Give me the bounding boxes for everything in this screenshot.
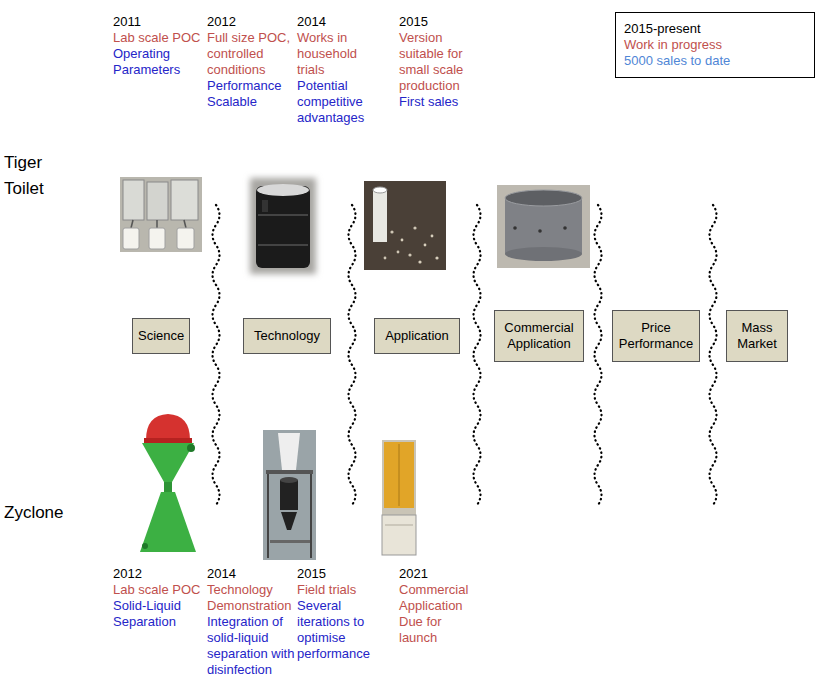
text-column: Tiger Toilet: [4, 150, 64, 202]
text-column: 2012Full size POC, controlled conditions…: [207, 14, 297, 110]
stage-label: Commercial Application: [500, 320, 578, 352]
milestone-text: Lab scale POC: [113, 582, 209, 598]
milestone-text: Lab scale POC: [113, 30, 209, 46]
wavy-separator: [710, 205, 717, 505]
year-label: 2014: [297, 14, 381, 30]
year-label: 2012: [113, 566, 209, 582]
text-column: Zyclone: [4, 500, 94, 526]
stage-label: Mass Market: [732, 320, 782, 352]
achievement-text: Several iterations to optimise performan…: [297, 598, 381, 662]
stage-label: Price Performance: [618, 320, 694, 352]
row-label: Tiger Toilet: [4, 150, 64, 202]
status-text: 2015-present: [624, 21, 806, 37]
stage-label: Technology: [249, 328, 325, 344]
stage-label: Application: [380, 328, 454, 344]
stage-box: Science: [132, 318, 190, 354]
status-text: Work in progress: [624, 37, 806, 53]
lab-photo: [120, 177, 202, 252]
milestone-text: Commercial Application Due for launch: [399, 582, 477, 646]
stage-box: Commercial Application: [494, 310, 584, 362]
year-label: 2015: [399, 14, 485, 30]
field-trial-unit: [382, 440, 416, 555]
stage-box: Technology: [243, 318, 331, 354]
pit-photo: [364, 181, 446, 270]
stage-label: Science: [138, 328, 184, 344]
text-column: 2015Field trialsSeveral iterations to op…: [297, 566, 381, 662]
text-column: 2012Lab scale POCSolid-Liquid Separation: [113, 566, 209, 630]
milestone-text: Works in household trials: [297, 30, 381, 78]
stage-box: Application: [374, 318, 460, 354]
year-label: 2014: [207, 566, 302, 582]
stage-box: Mass Market: [726, 310, 788, 362]
achievement-text: Performance Scalable: [207, 78, 297, 110]
milestone-text: Full size POC, controlled conditions: [207, 30, 297, 78]
stage-box: Price Performance: [612, 310, 700, 362]
wavy-separator: [595, 205, 602, 505]
text-column: 2014Works in household trialsPotential c…: [297, 14, 381, 126]
achievement-text: Operating Parameters: [113, 46, 209, 78]
barrel-photo: [250, 178, 316, 274]
demonstration-rig: [263, 430, 316, 560]
achievement-text: Potential competitive advantages: [297, 78, 381, 126]
year-label: 2012: [207, 14, 297, 30]
year-label: 2021: [399, 566, 477, 582]
achievement-text: Integration of solid-liquid separation w…: [207, 614, 302, 678]
status-box: 2015-presentWork in progress5000 sales t…: [615, 12, 815, 78]
row-label: Zyclone: [4, 500, 94, 526]
text-column: 2014Technology DemonstrationIntegration …: [207, 566, 302, 678]
milestone-text: Technology Demonstration: [207, 582, 302, 614]
wavy-separator: [213, 205, 220, 505]
year-label: 2015: [297, 566, 381, 582]
ring-photo: [497, 185, 590, 268]
status-text: 5000 sales to date: [624, 53, 806, 69]
text-column: 2011Lab scale POCOperating Parameters: [113, 14, 209, 78]
milestone-text: Version suitable for small scale product…: [399, 30, 485, 94]
achievement-text: First sales: [399, 94, 485, 110]
funnel-prototype: [140, 414, 196, 552]
text-column: 2015Version suitable for small scale pro…: [399, 14, 485, 110]
wavy-separator: [349, 205, 356, 505]
milestone-text: Field trials: [297, 582, 381, 598]
achievement-text: Solid-Liquid Separation: [113, 598, 209, 630]
year-label: 2011: [113, 14, 209, 30]
text-column: 2021Commercial Application Due for launc…: [399, 566, 477, 646]
wavy-separator: [474, 205, 481, 505]
